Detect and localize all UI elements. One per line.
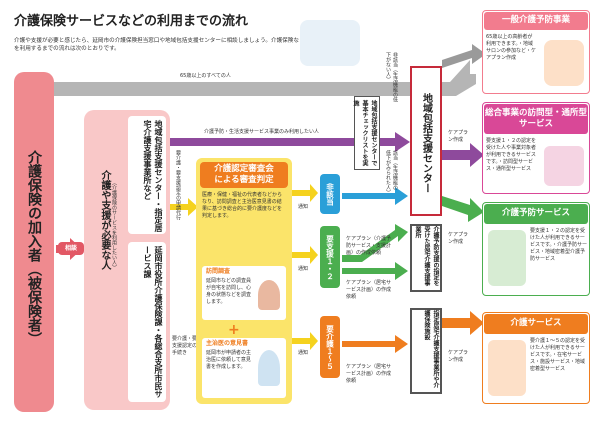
application-text: 要介護・要支援認定の申請代行 bbox=[175, 150, 181, 220]
insured-label: 介護保険の加入者（被保険者） bbox=[26, 150, 42, 346]
inspector-illustration bbox=[258, 280, 280, 310]
wheelchair-illustration bbox=[488, 340, 526, 396]
care-plan-note-3: ケアプラン（居宅サービス計画）の作成依頼 bbox=[346, 364, 392, 384]
target-small: 該当（生活機能の低下がみられた人） bbox=[385, 150, 398, 195]
service-general-title: 一般介護予防事業 bbox=[501, 15, 570, 25]
arrow-care bbox=[342, 335, 408, 353]
judgement-header bbox=[200, 162, 288, 188]
result-support: 要支援１・２ bbox=[320, 226, 340, 288]
arrow-to-care bbox=[442, 311, 484, 335]
car-illustration bbox=[544, 146, 584, 186]
care-center-label: 指定居宅介護支援事業所や介護保険施設 bbox=[423, 310, 439, 388]
center-box bbox=[410, 66, 442, 216]
application2-text: 要介護・要支援認定の手続き bbox=[172, 336, 198, 356]
doctor-title: 主治医の意見書 bbox=[206, 340, 249, 347]
service-visit-header bbox=[484, 104, 588, 134]
checklist-box bbox=[354, 96, 380, 170]
careplan-3: ケアプラン作成 bbox=[448, 350, 469, 363]
page-title: 介護保険サービスなどの利用までの流れ bbox=[14, 14, 249, 29]
service-care-header bbox=[484, 314, 588, 334]
careplan-2: ケアプラン作成 bbox=[448, 232, 469, 245]
service-visit-title: 総合事業の訪問型・通所型サービス bbox=[484, 108, 587, 129]
arrow-to-prevention bbox=[442, 196, 484, 222]
counter-top-label: 地域包括支援センター・指定居宅介護支援事業所など bbox=[143, 120, 163, 232]
judgement-text: 医療・保健・福祉の代表者などからなり、訪問調査と主治医意見書の結果に基づき総合的… bbox=[202, 192, 283, 219]
doctor-illustration bbox=[258, 350, 280, 386]
careplan-1: ケアプラン作成 bbox=[448, 130, 469, 143]
rehab-illustration bbox=[488, 230, 526, 286]
notice-2: 通知 bbox=[298, 266, 309, 272]
arrow-yellow-1 bbox=[292, 184, 318, 202]
visit-title: 訪問調査 bbox=[206, 268, 231, 275]
arrow-to-general bbox=[442, 44, 486, 68]
arrow-support bbox=[342, 224, 408, 262]
service-prevention-text: 要支援１・２の認定を受けた人が利用できるサービスです。・介護予防サービス・地域密… bbox=[530, 228, 588, 262]
care-plan-note-1: ケアプラン（介護予防サービス・支援計画）の作成依頼 bbox=[346, 236, 392, 256]
counter-bottom-label: 延岡市役所介護保険課・各総合支所市民サービス課 bbox=[143, 246, 163, 398]
care-plan-note-2: ケアプラン（居宅サービス計画）の作成依頼 bbox=[346, 280, 392, 300]
judgement-title-2: による審査判定 bbox=[214, 175, 274, 185]
notice-1: 通知 bbox=[298, 204, 309, 210]
insured-box bbox=[14, 72, 54, 412]
prevention-center-label: 介護予防支援の指定を受けた居宅介護支援事業所 bbox=[414, 226, 439, 286]
apply-arrow bbox=[170, 198, 198, 216]
service-visit-text: 要支援１・２の認定を受けた人や事業対象者が利用できるサービスです。・訪問型サービ… bbox=[486, 138, 537, 172]
exercise-illustration bbox=[544, 40, 584, 86]
doctor-text: 延岡市が申請者の主治医に依頼して意見書を作成します。 bbox=[206, 350, 252, 370]
counter-bottom-box bbox=[128, 242, 166, 402]
service-general-text: 65歳以上の高齢者が利用できます。・地域サロンの参加など・ケアプラン作成 bbox=[486, 34, 537, 61]
service-prevention-header bbox=[484, 204, 588, 224]
need-care-sub: （介護保険のサービスを利用したい人） bbox=[111, 180, 117, 270]
center-label: 地域包括支援センター bbox=[420, 93, 432, 193]
visit-text: 延岡市などの調査員が自宅を訪問し、心身の状態などを調査します。 bbox=[206, 278, 252, 305]
notice-3: 通知 bbox=[298, 350, 309, 356]
consult-label: 相談 bbox=[58, 242, 84, 255]
general-only-text: 介護予防・生活支援サービス事業のみ利用したい人 bbox=[204, 129, 320, 135]
service-care-title: 介護サービス bbox=[510, 318, 562, 328]
non-target-small: 非該当（生活機能の低下がない人） bbox=[385, 52, 398, 102]
over65-arrow bbox=[36, 60, 476, 96]
intro-text: 介護や支援が必要と感じたら、延岡市の介護保険担当窓口や地域包括支援センターに相談… bbox=[14, 38, 344, 52]
result-care: 要介護１〜５ bbox=[320, 316, 340, 378]
care-center-box bbox=[410, 308, 442, 394]
service-general-header bbox=[484, 12, 588, 30]
plus-icon: + bbox=[228, 322, 240, 338]
over65-text: 65歳以上のすべての人 bbox=[180, 73, 231, 79]
judgement-title-1: 介護認定審査会 bbox=[214, 164, 274, 174]
arrow-yellow-3 bbox=[292, 332, 318, 350]
arrow-to-visit-type bbox=[442, 143, 484, 167]
arrow-support2 bbox=[342, 262, 408, 280]
arrow-non-target bbox=[342, 187, 408, 205]
service-care-text: 要介護１〜５の認定を受けた人が利用できるサービスです。・在宅サービス・施設サービ… bbox=[530, 338, 586, 372]
general-service-arrow bbox=[170, 132, 410, 152]
service-prevention-title: 介護予防サービス bbox=[501, 208, 570, 218]
prevention-center-box bbox=[410, 224, 442, 292]
checklist-label: 地域包括支援センターで基本チェックリストを実施 bbox=[352, 100, 377, 166]
arrow-yellow-2 bbox=[292, 246, 318, 264]
consultation-illustration bbox=[300, 20, 360, 66]
result-non-target: 非該当 bbox=[320, 174, 340, 214]
need-care-label: 介護や支援が必要な人 bbox=[99, 170, 110, 270]
counter-top-box bbox=[128, 116, 166, 234]
